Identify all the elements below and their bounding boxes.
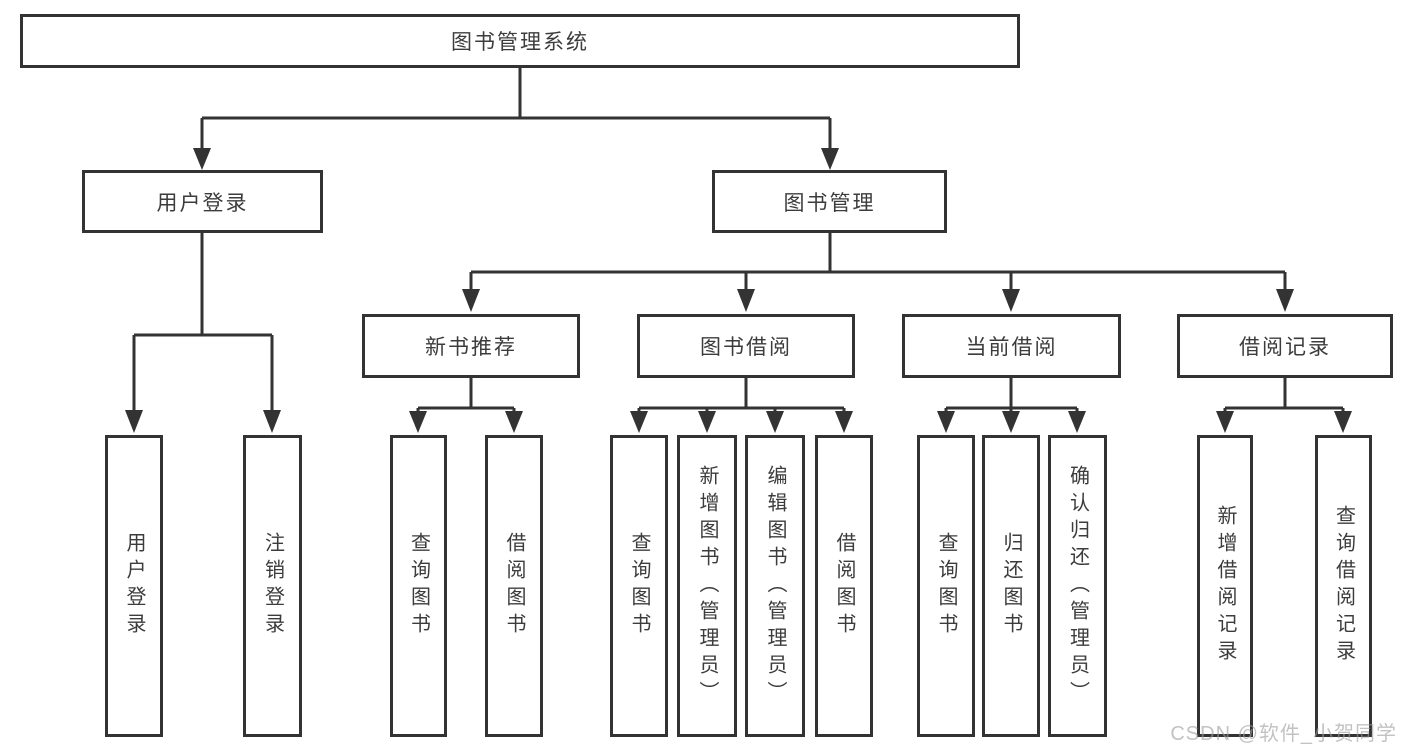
leaf-confirm-return-admin: 确认归还（管理员） (1048, 435, 1107, 737)
arrowhead-down-icon (766, 411, 784, 433)
arrowhead-down-icon (462, 289, 480, 312)
node-borrowing-records: 借阅记录 (1177, 314, 1393, 378)
connector-root-to-level2 (193, 68, 839, 170)
leaf-query-books-rec: 查询图书 (390, 435, 447, 737)
leaf-query-borrow-record: 查询借阅记录 (1315, 435, 1372, 737)
leaf-add-books-admin: 新增图书（管理员） (677, 435, 737, 737)
arrowhead-down-icon (821, 148, 839, 170)
leaf-query-books-current: 查询图书 (917, 435, 975, 737)
connector-new-book-rec-to-leaves (409, 378, 523, 433)
csdn-watermark: CSDN @软件_小贺同学 (1170, 723, 1397, 745)
arrowhead-down-icon (1002, 411, 1020, 433)
arrowhead-down-icon (1334, 411, 1352, 433)
leaf-query-books-borrowing: 查询图书 (610, 435, 668, 737)
leaf-user-login: 用户登录 (105, 435, 163, 737)
connector-book-management-to-level3 (462, 233, 1294, 312)
leaf-add-borrow-record: 新增借阅记录 (1197, 435, 1253, 737)
leaf-logout: 注销登录 (243, 435, 302, 737)
connector-book-borrowing-to-leaves (630, 378, 853, 433)
arrowhead-down-icon (125, 410, 143, 433)
leaf-return-books: 归还图书 (982, 435, 1040, 737)
arrowhead-down-icon (1002, 289, 1020, 312)
node-book-borrowing: 图书借阅 (637, 314, 855, 378)
arrowhead-down-icon (937, 411, 955, 433)
arrowhead-down-icon (409, 411, 427, 433)
arrowhead-down-icon (698, 411, 716, 433)
arrowhead-down-icon (193, 148, 211, 170)
connector-borrowing-records-to-leaves (1216, 378, 1352, 433)
arrowhead-down-icon (1216, 411, 1234, 433)
arrowhead-down-icon (1068, 411, 1086, 433)
node-current-borrowing: 当前借阅 (902, 314, 1121, 378)
node-book-management: 图书管理 (712, 170, 947, 233)
arrowhead-down-icon (835, 411, 853, 433)
leaf-borrow-books-rec: 借阅图书 (485, 435, 543, 737)
arrowhead-down-icon (263, 410, 281, 433)
arrowhead-down-icon (737, 289, 755, 312)
arrowhead-down-icon (1276, 289, 1294, 312)
connector-current-borrowing-to-leaves (937, 378, 1086, 433)
node-library-management-system: 图书管理系统 (20, 14, 1020, 68)
arrowhead-down-icon (505, 411, 523, 433)
leaf-edit-books-admin: 编辑图书（管理员） (745, 435, 805, 737)
node-user-login: 用户登录 (82, 170, 323, 233)
connector-user-login-to-leaves (125, 233, 281, 433)
node-new-book-recommendation: 新书推荐 (362, 314, 580, 378)
arrowhead-down-icon (630, 411, 648, 433)
leaf-borrow-books: 借阅图书 (815, 435, 873, 737)
